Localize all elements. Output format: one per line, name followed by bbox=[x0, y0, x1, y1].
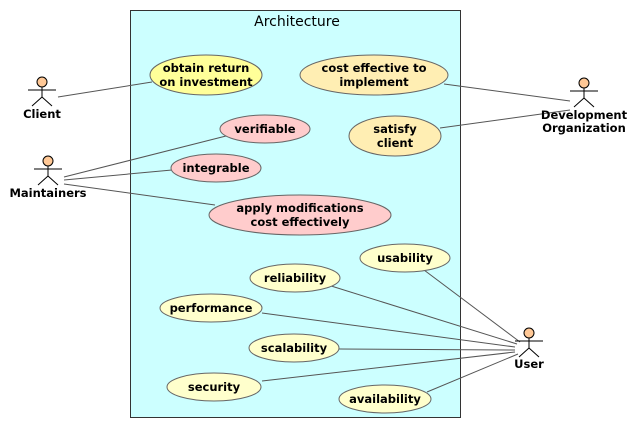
association-devorg-satisfy bbox=[439, 109, 571, 129]
actor-client-label: Client bbox=[23, 107, 61, 121]
use-case-label: cost effectively bbox=[251, 215, 350, 229]
use-case-label: usability bbox=[377, 251, 433, 265]
use-case-label: availability bbox=[349, 392, 421, 406]
use-case-satisfy: satisfy client bbox=[348, 115, 442, 157]
actor-leg-right bbox=[41, 96, 53, 107]
actor-head bbox=[36, 76, 48, 88]
use-case-label: client bbox=[377, 136, 414, 150]
use-case-label: obtain return bbox=[163, 61, 250, 75]
use-case-label: implement bbox=[339, 75, 409, 89]
actor-leg-left bbox=[518, 347, 530, 358]
actor-maintainers-label: Maintainers bbox=[9, 186, 86, 200]
actor-leg-left bbox=[573, 97, 585, 108]
use-case-ellipse bbox=[338, 384, 432, 414]
use-case-security: security bbox=[166, 372, 262, 402]
use-case-reliability: reliability bbox=[249, 263, 341, 293]
boundary-title: Architecture bbox=[254, 14, 340, 30]
use-case-verifiable: verifiable bbox=[219, 114, 311, 144]
association-maintainers-modify bbox=[63, 183, 216, 206]
use-case-modify: apply modifications cost effectively bbox=[208, 194, 392, 236]
use-case-label: apply modifications bbox=[236, 201, 363, 215]
use-case-return: obtain return on investment bbox=[149, 54, 263, 96]
actor-head bbox=[523, 327, 535, 339]
actor-leg-left bbox=[37, 175, 49, 186]
association-client-return bbox=[57, 81, 153, 98]
use-case-label: reliability bbox=[264, 271, 327, 285]
association-devorg-costeff bbox=[443, 83, 571, 102]
association-maintainers-verifiable bbox=[63, 135, 227, 178]
use-case-ellipse bbox=[159, 293, 263, 323]
use-case-label: cost effective to bbox=[322, 61, 427, 75]
actor-maintainers bbox=[34, 155, 62, 186]
use-case-performance: performance bbox=[159, 293, 263, 323]
association-user-usability bbox=[423, 269, 521, 343]
use-case-label: on investment bbox=[159, 75, 253, 89]
actor-head bbox=[578, 77, 590, 89]
association-user-reliability bbox=[327, 284, 518, 345]
use-case-ellipse bbox=[219, 114, 311, 144]
use-case-ellipse bbox=[248, 333, 340, 363]
use-case-ellipse bbox=[299, 54, 449, 96]
use-case-label: performance bbox=[170, 301, 253, 315]
use-case-scalability: scalability bbox=[248, 333, 340, 363]
use-case-ellipse bbox=[149, 54, 263, 96]
association-maintainers-integrable bbox=[63, 169, 173, 181]
use-case-usability: usability bbox=[359, 243, 451, 273]
actor-leg-right bbox=[583, 97, 595, 108]
actor-user-label: User bbox=[514, 357, 544, 371]
use-case-label: scalability bbox=[261, 341, 328, 355]
actor-devorg-label-line1: Development bbox=[541, 108, 628, 122]
use-case-ellipse bbox=[208, 194, 392, 236]
actor-devorg-label-line2: Organization bbox=[542, 121, 626, 135]
use-case-costeff: cost effective to implement bbox=[299, 54, 449, 96]
association-user-security bbox=[261, 351, 516, 382]
actor-development-organization bbox=[570, 77, 598, 108]
use-case-label: satisfy bbox=[373, 122, 417, 136]
actor-leg-left bbox=[31, 96, 43, 107]
use-case-ellipse bbox=[249, 263, 341, 293]
use-case-label: security bbox=[188, 380, 241, 394]
use-case-integrable: integrable bbox=[170, 153, 262, 183]
actor-user bbox=[515, 327, 543, 358]
actor-leg-right bbox=[47, 175, 59, 186]
use-case-label: integrable bbox=[182, 161, 249, 175]
use-case-ellipse bbox=[166, 372, 262, 402]
use-case-label: verifiable bbox=[234, 122, 295, 136]
actor-head bbox=[42, 155, 54, 167]
actor-client bbox=[28, 76, 56, 107]
association-user-performance bbox=[261, 312, 516, 348]
association-user-scalability bbox=[338, 348, 516, 351]
association-user-availability bbox=[426, 353, 519, 393]
use-case-ellipse bbox=[170, 153, 262, 183]
actor-leg-right bbox=[528, 347, 540, 358]
use-case-availability: availability bbox=[338, 384, 432, 414]
use-case-ellipse bbox=[359, 243, 451, 273]
use-case-ellipse bbox=[348, 115, 442, 157]
association-lines bbox=[57, 81, 571, 393]
